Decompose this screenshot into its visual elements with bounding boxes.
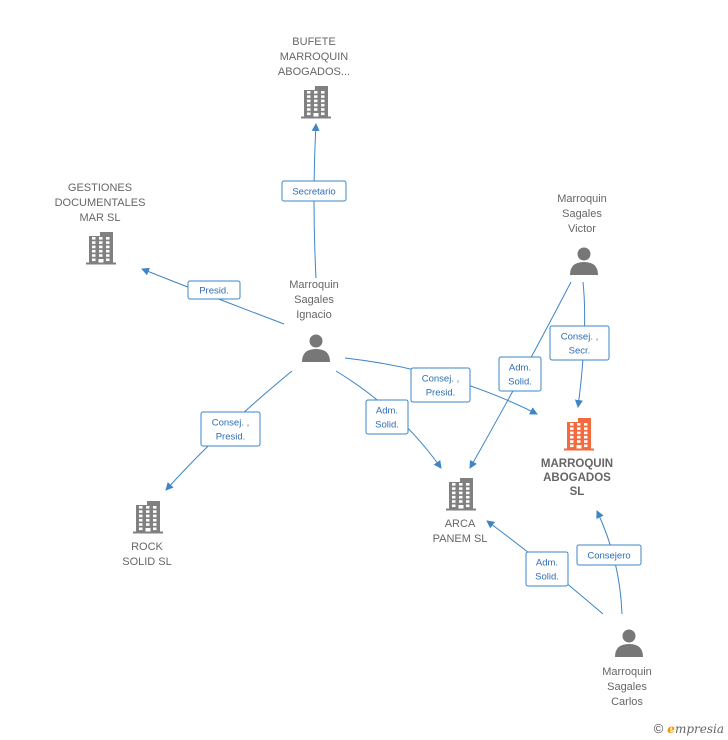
building-icon[interactable] [86,232,116,265]
node-label-line: Marroquin [557,193,607,205]
footer: © empresia [654,721,724,736]
logo-e: e [667,721,675,736]
building-icon[interactable] [446,478,476,511]
building-icon[interactable] [301,86,331,119]
node-label-line: Sagales [607,681,647,693]
edge-carlos-marroquin: Consejero [576,510,642,615]
edge-label-text: Consej. , [212,418,250,429]
edge-label-box[interactable] [576,544,642,566]
edge-label-box[interactable] [365,399,409,435]
edge-label-text: Solid. [508,377,532,388]
node-label-line: MARROQUIN [280,51,349,63]
node-label-line: ABOGADOS [543,472,611,484]
logo-rest: mpresia [674,721,724,736]
building-icon[interactable] [564,418,594,451]
edge-label-text: Secr. [569,346,591,357]
copyright-symbol: © [653,721,664,736]
edge-label-box[interactable] [498,356,542,392]
edge-label-text: Consej. , [561,332,599,343]
node-rock[interactable]: ROCK SOLID SL [122,501,172,568]
node-marroquin-abogados[interactable]: MARROQUIN ABOGADOS SL [541,418,613,498]
edge-label-box[interactable] [410,367,471,403]
edge-ignacio-gestiones: Presid. [141,267,285,325]
node-label-line: PANEM SL [433,533,488,545]
person-icon[interactable] [302,334,330,363]
edge-label-box[interactable] [187,280,241,300]
node-label-line: SL [570,486,585,498]
node-bufete[interactable]: BUFETE MARROQUIN ABOGADOS... [278,36,350,119]
edge-label-text: Presid. [216,432,246,443]
edge-label-text: Solid. [535,572,559,583]
nodes-layer: BUFETE MARROQUIN ABOGADOS... GESTIONES DOCUM… [55,36,652,708]
node-label-line: Sagales [562,208,602,220]
person-icon[interactable] [570,247,598,276]
edge-label-text: Presid. [426,388,456,399]
node-label-line: DOCUMENTALES [55,197,146,209]
node-label-line: ABOGADOS... [278,66,350,78]
node-label-line: Sagales [294,294,334,306]
edge-label-text: Adm. [509,363,531,374]
edge-victor-arca: Adm. Solid. [469,281,572,469]
edge-label-box[interactable] [200,411,261,447]
node-label-line: GESTIONES [68,182,132,194]
edge-label-text: Solid. [375,420,399,431]
person-icon[interactable] [615,629,643,658]
edge-label-box[interactable] [525,551,569,587]
node-label-line: BUFETE [292,36,335,48]
node-label-line: SOLID SL [122,556,172,568]
edge-ignacio-rock: Consej. , Presid. [165,370,293,491]
node-label-line: MARROQUIN [541,458,613,470]
edge-label-box[interactable] [549,325,610,361]
edge-label-text: Adm. [536,558,558,569]
edge-victor-marroquin: Consej. , Secr. [549,281,610,408]
edge-label-text: Secretario [292,187,335,198]
node-label-line: Marroquin [602,666,652,678]
edge-label-text: Consej. , [422,374,460,385]
node-label-line: Victor [568,223,596,235]
edge-carlos-arca: Adm. Solid. [486,520,604,615]
node-gestiones[interactable]: GESTIONES DOCUMENTALES MAR SL [55,182,146,265]
edge-ignacio-marroquin: Consej. , Presid. [344,357,538,415]
node-label-line: Carlos [611,696,643,708]
node-arca[interactable]: ARCA PANEM SL [433,478,488,545]
node-label-line: ARCA [445,518,476,530]
edge-label-text: Adm. [376,406,398,417]
edge-ignacio-arca: Adm. Solid. [335,370,442,469]
edge-label-text: Presid. [199,286,229,297]
building-icon[interactable] [133,501,163,534]
edge-label-box[interactable] [281,180,347,202]
node-label-line: MAR SL [80,212,121,224]
node-label-line: Ignacio [296,309,331,321]
node-label-line: Marroquin [289,279,339,291]
edge-ignacio-bufete: Secretario [281,123,347,279]
empresia-logo[interactable]: empresia [667,722,724,736]
node-label-line: ROCK [131,541,163,553]
edge-label-text: Consejero [587,551,630,562]
